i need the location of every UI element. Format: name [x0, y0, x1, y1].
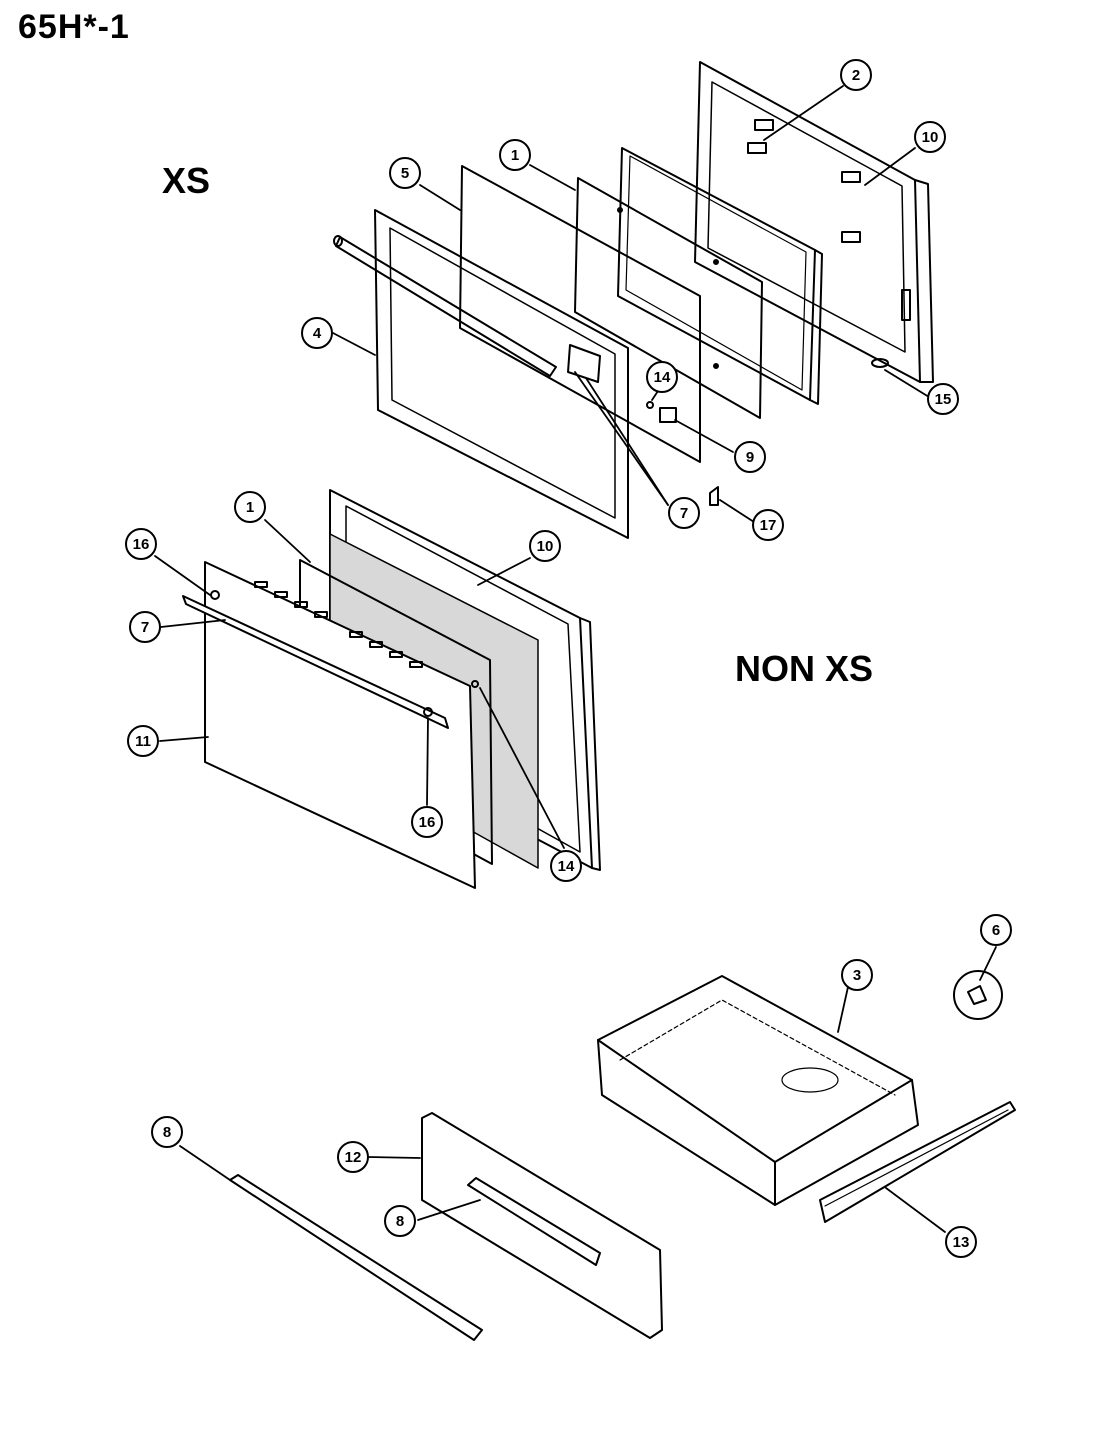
outer-door-panel-non-xs — [182, 561, 479, 889]
callout-16: 16 — [411, 806, 443, 838]
bracket-part-17 — [709, 486, 719, 506]
callout-9: 9 — [734, 441, 766, 473]
door-handle-xs — [333, 235, 601, 383]
callout-10: 10 — [914, 121, 946, 153]
drawer-body — [597, 975, 919, 1206]
callout-13: 13 — [945, 1226, 977, 1258]
callout-text: 4 — [313, 325, 322, 342]
page-title: 65H*-1 — [18, 8, 130, 46]
callout-text: 8 — [163, 1124, 171, 1141]
callout-text: 17 — [760, 517, 777, 534]
callout-text: 16 — [133, 536, 150, 553]
callout-text: 7 — [141, 619, 149, 636]
callout-text: 1 — [246, 499, 254, 516]
inner-glass-xs — [574, 177, 763, 419]
callout-5: 5 — [389, 157, 421, 189]
callout-8: 8 — [384, 1205, 416, 1237]
callout-text: 15 — [935, 391, 952, 408]
callout-text: 2 — [852, 67, 860, 84]
inner-door-panel-xs — [694, 61, 934, 383]
callout-text: 9 — [746, 449, 754, 466]
glide-detail-bubble — [953, 970, 1003, 1020]
callout-7: 7 — [129, 611, 161, 643]
callout-14: 14 — [550, 850, 582, 882]
drawer-trim-strip — [229, 1174, 483, 1341]
callout-text: 5 — [401, 165, 409, 182]
callout-6: 6 — [980, 914, 1012, 946]
callout-8: 8 — [151, 1116, 183, 1148]
callout-7: 7 — [668, 497, 700, 529]
callout-text: 12 — [345, 1149, 362, 1166]
callout-10: 10 — [529, 530, 561, 562]
pin-part-15 — [871, 358, 889, 368]
callout-text: 7 — [680, 505, 688, 522]
section-label-non-xs: NON XS — [735, 648, 874, 689]
callout-12: 12 — [337, 1141, 369, 1173]
callout-17: 17 — [752, 509, 784, 541]
callout-text: 13 — [953, 1234, 970, 1251]
door-liner-xs — [617, 147, 823, 405]
door-frame-xs — [374, 209, 629, 539]
callout-1: 1 — [234, 491, 266, 523]
clip-part-9 — [659, 407, 677, 423]
drawer-front-panel — [421, 1112, 663, 1339]
callout-11: 11 — [127, 725, 159, 757]
screw-part-14 — [646, 401, 654, 409]
leader-lines — [154, 85, 997, 1233]
callout-2: 2 — [840, 59, 872, 91]
callout-text: 1 — [511, 147, 519, 164]
callout-text: 14 — [654, 369, 671, 386]
callout-text: 16 — [419, 814, 436, 831]
callout-text: 10 — [922, 129, 939, 146]
callout-text: 14 — [558, 858, 575, 875]
callout-text: 10 — [537, 538, 554, 555]
callout-text: 3 — [853, 967, 861, 984]
callout-4: 4 — [301, 317, 333, 349]
outer-glass-xs — [459, 165, 701, 463]
callout-text: 8 — [396, 1213, 404, 1230]
callout-15: 15 — [927, 383, 959, 415]
callout-14: 14 — [646, 361, 678, 393]
drawer-slide-rail — [819, 1101, 1016, 1223]
callout-1: 1 — [499, 139, 531, 171]
callout-16: 16 — [125, 528, 157, 560]
callout-text: 11 — [135, 733, 151, 750]
section-label-xs: XS — [162, 160, 211, 201]
callout-3: 3 — [841, 959, 873, 991]
callout-text: 6 — [992, 922, 1000, 939]
